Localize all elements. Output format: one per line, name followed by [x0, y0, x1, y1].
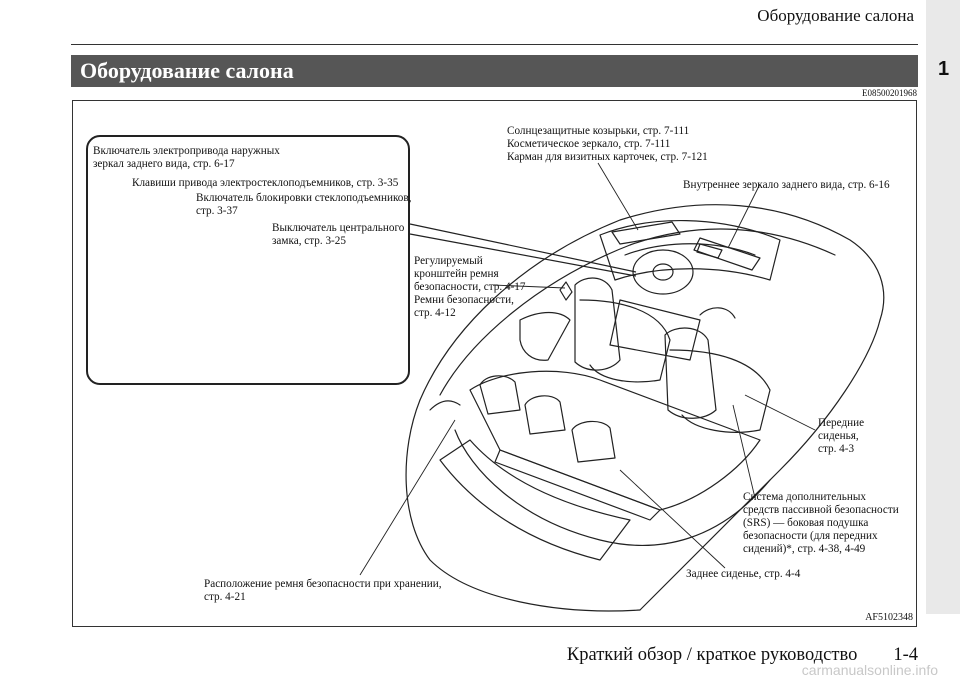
- header-rule: [71, 44, 918, 45]
- callout-central-lock: Выключатель центрального замка, стр. 3-2…: [272, 222, 405, 247]
- callout-sun-visors: Солнцезащитные козырьки, стр. 7-111 Косм…: [507, 125, 708, 163]
- watermark: carmanualsonline.info: [801, 662, 938, 678]
- door-switch-inset: [86, 135, 410, 385]
- chapter-side-tab: [926, 0, 960, 614]
- footer-chapter: Краткий обзор / краткое руководство: [566, 645, 858, 665]
- front-seat-left: [574, 277, 621, 371]
- front-seat-right: [664, 327, 717, 419]
- page-number: 1-4: [893, 645, 918, 665]
- steering-wheel-shape: [632, 249, 694, 295]
- section-title-bar: [71, 55, 918, 87]
- section-title: Оборудование салона: [80, 58, 294, 83]
- figure-frame: [72, 100, 917, 627]
- dashboard: [599, 220, 781, 281]
- running-header: Оборудование салона: [757, 6, 914, 25]
- callout-front-seats: Передние сиденья, стр. 4-3: [818, 417, 865, 455]
- car-body-outline: [419, 204, 885, 401]
- luggage-floor: [439, 439, 631, 561]
- rear-headrest-right: [571, 420, 616, 463]
- rear-headrest-center: [524, 395, 566, 435]
- callout-srs-airbag: Система дополнительных средств пассивной…: [743, 491, 899, 555]
- rear-seat-bench: [469, 370, 761, 511]
- figure-code: AF5102348: [865, 612, 913, 623]
- callout-rear-seat: Заднее сиденье, стр. 4-4: [686, 568, 801, 580]
- callout-mirror-switch: Включатель электропривода наружных зерка…: [93, 145, 280, 170]
- chapter-number: 1: [938, 58, 950, 80]
- callout-window-keys: Клавиши привода электростеклоподъемников…: [132, 177, 399, 189]
- rear-headrest-left: [479, 375, 521, 415]
- callout-window-lock: Включатель блокировки стеклоподъемников,…: [196, 192, 412, 217]
- page-footer: Краткий обзор / краткое руководство 1-4: [567, 645, 918, 666]
- callout-inner-mirror: Внутреннее зеркало заднего вида, стр. 6-…: [683, 179, 890, 191]
- section-code: E08500201968: [862, 88, 917, 98]
- sun-visor-right: [693, 237, 761, 271]
- callout-belt-anchor: Регулируемый кронштейн ремня безопасност…: [414, 255, 526, 319]
- sun-visor-left: [611, 221, 681, 245]
- callout-belt-stowage: Расположение ремня безопасности при хран…: [204, 578, 442, 603]
